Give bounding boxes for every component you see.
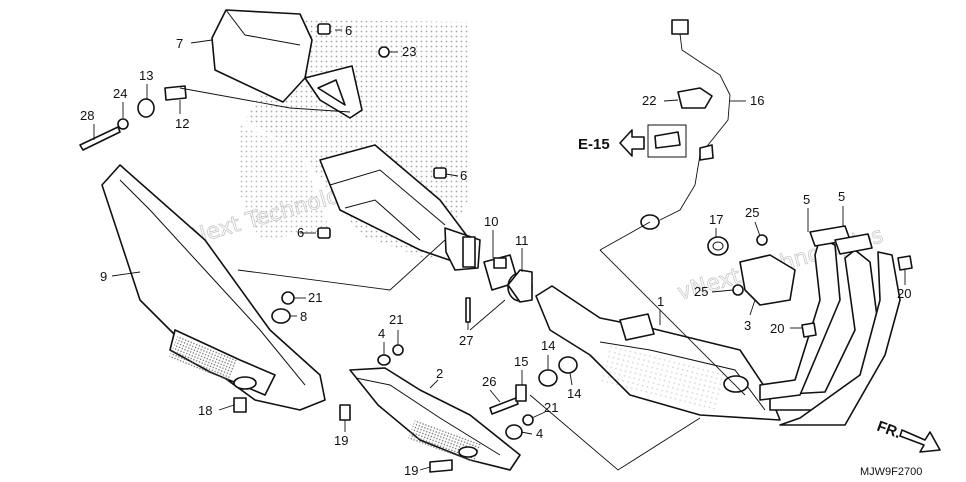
callout-15: 15 (514, 354, 528, 369)
callout-24: 24 (113, 86, 127, 101)
callout-6: 6 (297, 225, 304, 240)
callout-10: 10 (484, 214, 498, 229)
callout-26: 26 (482, 374, 496, 389)
callout-6: 6 (460, 168, 467, 183)
callout-4: 4 (378, 326, 385, 341)
part-muffler-bracket (304, 65, 363, 119)
callout-21: 21 (308, 290, 322, 305)
part-17-clamp (707, 236, 729, 256)
part-16-o2-sensor-wire (640, 19, 731, 230)
callout-21: 21 (544, 400, 558, 415)
callout-3: 3 (744, 318, 751, 333)
callout-16: 16 (750, 93, 764, 108)
callout-2: 2 (436, 366, 443, 381)
callout-9: 9 (100, 269, 107, 284)
part-1-exhaust-pipe-assembly (535, 285, 781, 421)
callout-27: 27 (459, 333, 473, 348)
callout-25: 25 (745, 205, 759, 220)
callout-17: 17 (709, 212, 723, 227)
callout-18: 18 (198, 403, 212, 418)
callout-7: 7 (176, 36, 183, 51)
e15-reference-group: E-15 (578, 124, 687, 158)
callout-25: 25 (694, 284, 708, 299)
callout-14: 14 (567, 386, 581, 401)
callout-13: 13 (139, 68, 153, 83)
callout-1: 1 (657, 294, 664, 309)
front-direction-marker: FR. (875, 418, 941, 453)
callout-5: 5 (803, 192, 810, 207)
part-2-lower-heat-shield (349, 367, 521, 471)
fasteners (79, 23, 913, 473)
callout-28: 28 (80, 108, 94, 123)
part-3-bracket (739, 254, 796, 306)
callout-20: 20 (897, 286, 911, 301)
callout-20: 20 (770, 321, 784, 336)
callout-12: 12 (175, 116, 189, 131)
callouts: 7 6 23 13 24 28 12 6 6 9 21 8 10 11 27 2… (80, 23, 911, 478)
callout-19: 19 (404, 463, 418, 478)
drawing-code: MJW9F2700 (860, 466, 922, 478)
reference-e15: E-15 (578, 136, 610, 153)
leader-lines (93, 29, 906, 471)
callout-6: 6 (345, 23, 352, 38)
callout-5: 5 (838, 189, 845, 204)
callout-14: 14 (541, 338, 555, 353)
part-7-muffler-cover (211, 9, 313, 103)
callout-21: 21 (389, 312, 403, 327)
callout-11: 11 (515, 233, 529, 248)
callout-23: 23 (402, 44, 416, 59)
callout-4: 4 (536, 426, 543, 441)
callout-19: 19 (334, 433, 348, 448)
callout-22: 22 (642, 93, 656, 108)
part-11-exhaust-gasket (507, 269, 533, 303)
rear-exhaust-bracket-body (319, 144, 481, 271)
part-22-wire-clip (677, 87, 713, 109)
front-marker-text: FR. (875, 418, 904, 442)
exhaust-header-pipes (759, 225, 901, 426)
part-9-side-heat-shield (101, 164, 326, 411)
callout-8: 8 (300, 309, 307, 324)
